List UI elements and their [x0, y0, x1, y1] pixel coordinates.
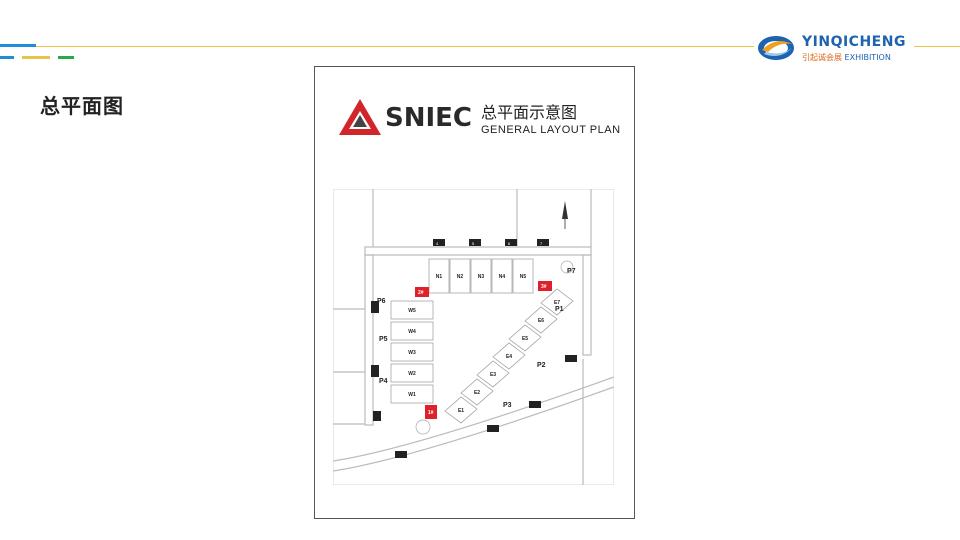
sniec-logo-icon: [339, 99, 381, 135]
gate-marker: [371, 301, 379, 313]
north-halls: [428, 258, 534, 294]
parking-p3: P3: [503, 402, 512, 409]
gate-7-label: 7: [540, 241, 543, 246]
entrance-2-label: 2#: [418, 290, 424, 296]
entrance-3-label: 3#: [541, 284, 547, 290]
hall-e3: E3: [490, 372, 496, 378]
hall-e2: E2: [474, 390, 480, 396]
hall-n3: N3: [478, 274, 485, 280]
west-hall-labels: W5 W4 W3 W2 W1: [408, 308, 416, 398]
roads: [333, 189, 614, 485]
hall-e1: E1: [458, 408, 464, 414]
decor-bar-blue-2: [0, 56, 14, 59]
swirl-logo-icon: [758, 36, 794, 60]
logo-subtitle-en: EXHIBITION: [844, 53, 891, 62]
hall-n2: N2: [457, 274, 464, 280]
gate-marker: [487, 425, 499, 432]
gate-marker: [433, 239, 445, 246]
west-halls: [390, 300, 434, 404]
plan-title-cn: 总平面示意图: [481, 103, 578, 122]
plan-title-en: GENERAL LAYOUT PLAN: [481, 124, 621, 136]
entrance-1-marker: [425, 405, 437, 419]
decor-bar-green: [58, 56, 74, 59]
gate-marker: [371, 365, 379, 377]
parking-p2: P2: [537, 362, 546, 369]
gate-marker: [395, 451, 407, 458]
site-map: N1 N2 N3 N4 N5 W5 W4 W3 W2 W1: [333, 189, 614, 485]
entrance-3-marker: [538, 281, 552, 291]
plan-brand: SNIEC: [385, 103, 473, 133]
decor-bar-gold: [22, 56, 50, 59]
hall-e4: E4: [506, 354, 512, 360]
hall-n1: N1: [436, 274, 443, 280]
plaza-circle: [560, 260, 574, 274]
layout-plan-image: SNIEC 总平面示意图 GENERAL LAYOUT PLAN: [314, 66, 635, 519]
hall-w5: W5: [408, 308, 416, 314]
gate-labels: 4 5 6 7: [436, 241, 543, 246]
logo-wordmark: YINQICHENG: [802, 34, 906, 50]
gate-6-label: 6: [508, 241, 511, 246]
parking-p4: P4: [379, 378, 388, 385]
gate-4-label: 4: [436, 241, 439, 246]
entrance-2-marker: [415, 287, 429, 297]
east-halls: [444, 288, 574, 424]
decor-bar-blue-1: [0, 44, 36, 47]
parking-p6: P6: [377, 298, 386, 305]
gate-marker: [565, 355, 577, 362]
header-rule: [0, 46, 960, 47]
gate-marker: [469, 239, 481, 246]
gate-5-label: 5: [472, 241, 475, 246]
hall-w2: W2: [408, 371, 416, 377]
company-logo: YINQICHENG 引起诚会展 EXHIBITION: [754, 30, 914, 66]
page-title: 总平面图: [40, 94, 124, 118]
entrances: [415, 281, 552, 419]
entrance-1-label: 1#: [428, 410, 434, 416]
parking-p5: P5: [379, 336, 388, 343]
north-hall-labels: N1 N2 N3 N4 N5: [436, 274, 527, 280]
hall-e6: E6: [538, 318, 544, 324]
gate-marker: [529, 401, 541, 408]
logo-subtitle-cn: 引起诚会展: [802, 53, 842, 62]
hall-e5: E5: [522, 336, 528, 342]
gate-marker: [537, 239, 549, 246]
north-arrow-icon: [562, 201, 568, 229]
east-hall-labels: E1 E2 E3 E4 E5 E6 E7: [458, 300, 560, 414]
gate-markers: [371, 239, 577, 458]
hall-n4: N4: [499, 274, 506, 280]
plaza-circle: [415, 419, 431, 435]
hall-e7: E7: [554, 300, 560, 306]
hall-w4: W4: [408, 329, 416, 335]
hall-n5: N5: [520, 274, 527, 280]
gate-marker: [505, 239, 517, 246]
gate-marker: [373, 411, 381, 421]
hall-w3: W3: [408, 350, 416, 356]
hall-w1: W1: [408, 392, 416, 398]
logo-subtitle: 引起诚会展 EXHIBITION: [802, 52, 891, 63]
parking-p1: P1: [555, 306, 564, 313]
